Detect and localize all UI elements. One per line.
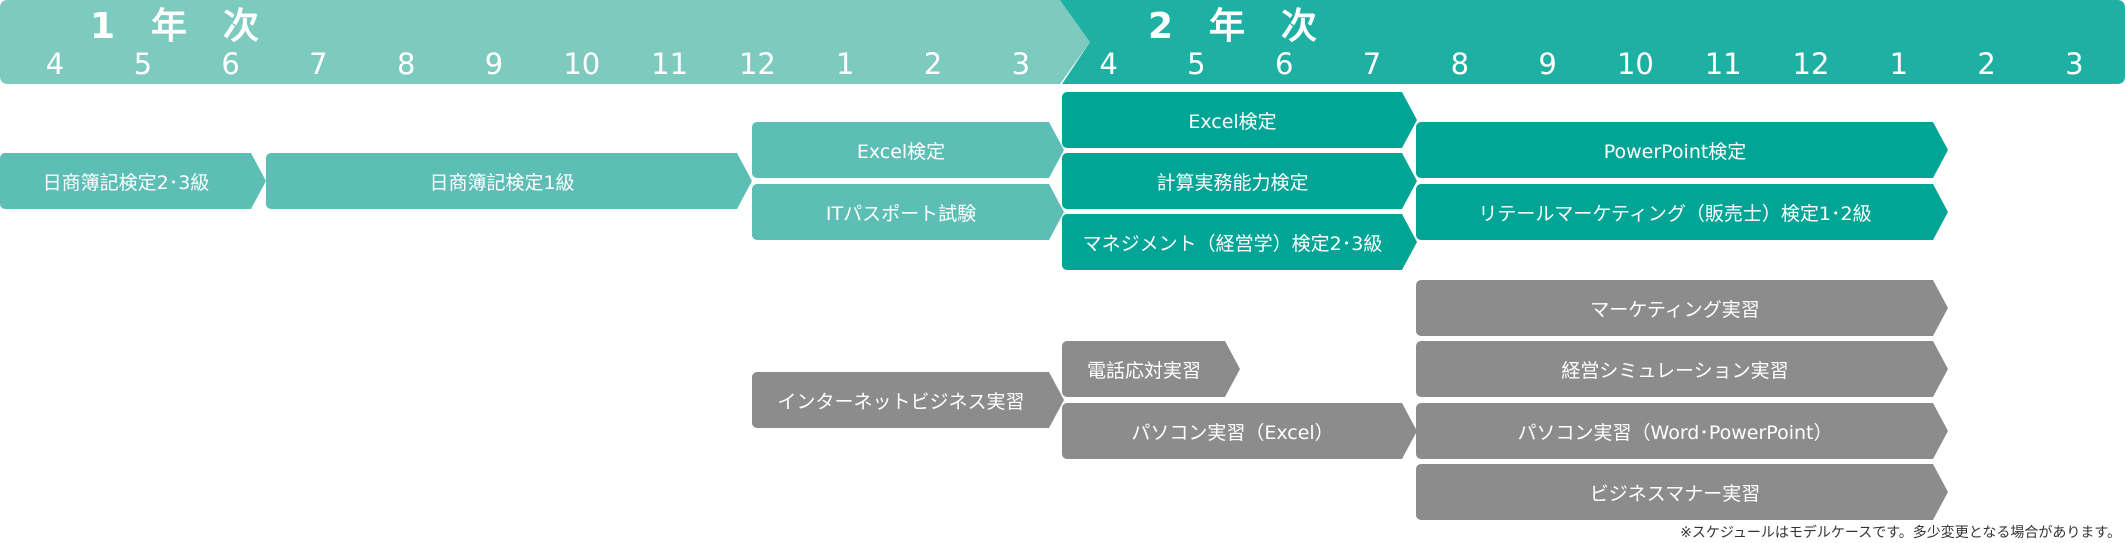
- bar-it-passport: ITパスポート試験: [752, 184, 1064, 240]
- bar-keisan: 計算実務能力検定: [1062, 153, 1417, 209]
- month-label: 9: [484, 47, 504, 81]
- month-label: 1: [1889, 47, 1909, 81]
- bar-boki-1: 日商簿記検定1級: [266, 153, 752, 209]
- month-label: 2: [923, 47, 943, 81]
- bar-excel-year2: Excel検定: [1062, 92, 1417, 148]
- month-label: 4: [45, 47, 65, 81]
- month-label: 11: [651, 47, 689, 81]
- bar-excel-year1: Excel検定: [752, 122, 1064, 178]
- month-label: 11: [1704, 47, 1742, 81]
- month-label: 9: [1538, 47, 1557, 81]
- bar-retail: リテールマーケティング（販売士）検定1･2級: [1416, 184, 1948, 240]
- month-label: 2: [1977, 47, 1996, 81]
- month-label: 6: [221, 47, 240, 81]
- month-label: 1: [835, 47, 855, 81]
- footnote: ※スケジュールはモデルケースです。多少変更となる場合があります。: [1680, 525, 2121, 541]
- bar-business-manner: ビジネスマナー実習: [1416, 464, 1948, 520]
- month-label: 5: [1187, 47, 1206, 81]
- month-label: 8: [1450, 47, 1470, 81]
- timeline-header: [0, 0, 2125, 84]
- month-label: 10: [1616, 47, 1654, 81]
- bar-marketing-practice: マーケティング実習: [1416, 280, 1948, 336]
- year1-band: [0, 0, 1090, 84]
- month-label: 4: [1099, 47, 1118, 81]
- month-label: 7: [1362, 47, 1382, 81]
- bar-management: マネジメント（経営学）検定2･3級: [1062, 214, 1417, 270]
- month-label: 6: [1274, 47, 1294, 81]
- bar-internet-business: インターネットビジネス実習: [752, 372, 1064, 428]
- month-label: 8: [396, 47, 416, 81]
- month-label: 5: [133, 47, 153, 81]
- year2-label: 2 年 次: [1148, 6, 1318, 47]
- year2-band: [1030, 0, 2125, 84]
- bar-boki-2-3: 日商簿記検定2･3級: [0, 153, 266, 209]
- month-label: 12: [1792, 47, 1830, 81]
- month-label: 3: [2065, 47, 2084, 81]
- month-label: 7: [309, 47, 328, 81]
- year1-label: 1 年 次: [90, 6, 260, 47]
- bar-pc-word-powerpoint: パソコン実習（Word･PowerPoint）: [1416, 403, 1948, 459]
- bar-pc-excel: パソコン実習（Excel）: [1062, 403, 1417, 459]
- bar-powerpoint: PowerPoint検定: [1416, 122, 1948, 178]
- month-label: 12: [738, 47, 776, 81]
- month-label: 3: [1011, 47, 1031, 81]
- bar-phone-practice: 電話応対実習: [1062, 341, 1240, 397]
- bar-keiei-simulation: 経営シミュレーション実習: [1416, 341, 1948, 397]
- month-label: 10: [563, 47, 601, 81]
